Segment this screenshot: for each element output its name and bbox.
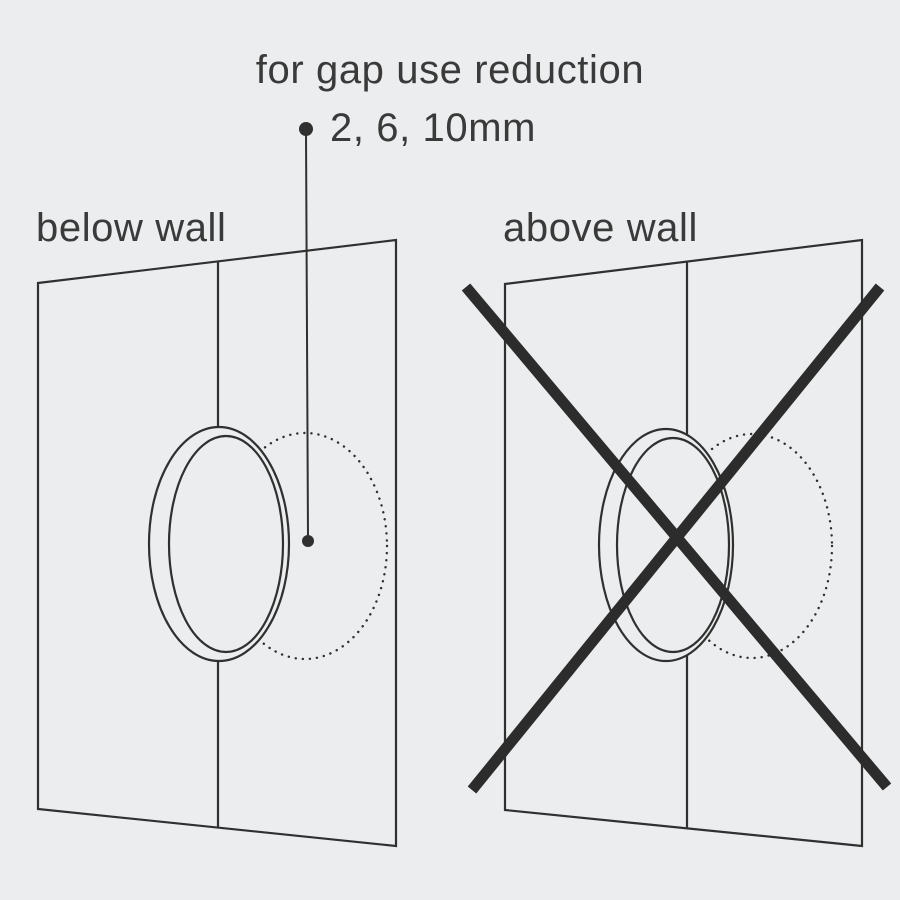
left-knob-cylinder	[147, 425, 291, 663]
leader-line-segment	[305, 132, 309, 539]
leader-end-dot	[302, 535, 314, 547]
bullet-dot	[299, 122, 313, 136]
right-knob-face	[615, 436, 731, 654]
diagram-title: for gap use reduction	[255, 48, 645, 92]
left-gap-dotted-outline	[221, 431, 389, 661]
cross-stroke-2	[467, 283, 885, 794]
right-gap-dotted-outline	[670, 432, 834, 660]
left-knob-face	[167, 434, 285, 654]
left-knob-rim	[147, 425, 291, 663]
reduction-sizes-text: 2, 6, 10mm	[330, 106, 537, 150]
right-wall-outline	[503, 238, 864, 848]
prohibition-cross-icon	[461, 283, 892, 794]
leader-line	[299, 122, 314, 547]
label-below-wall: below wall	[36, 206, 227, 250]
label-above-wall: above wall	[503, 206, 699, 250]
left-wall-outline	[36, 238, 398, 848]
